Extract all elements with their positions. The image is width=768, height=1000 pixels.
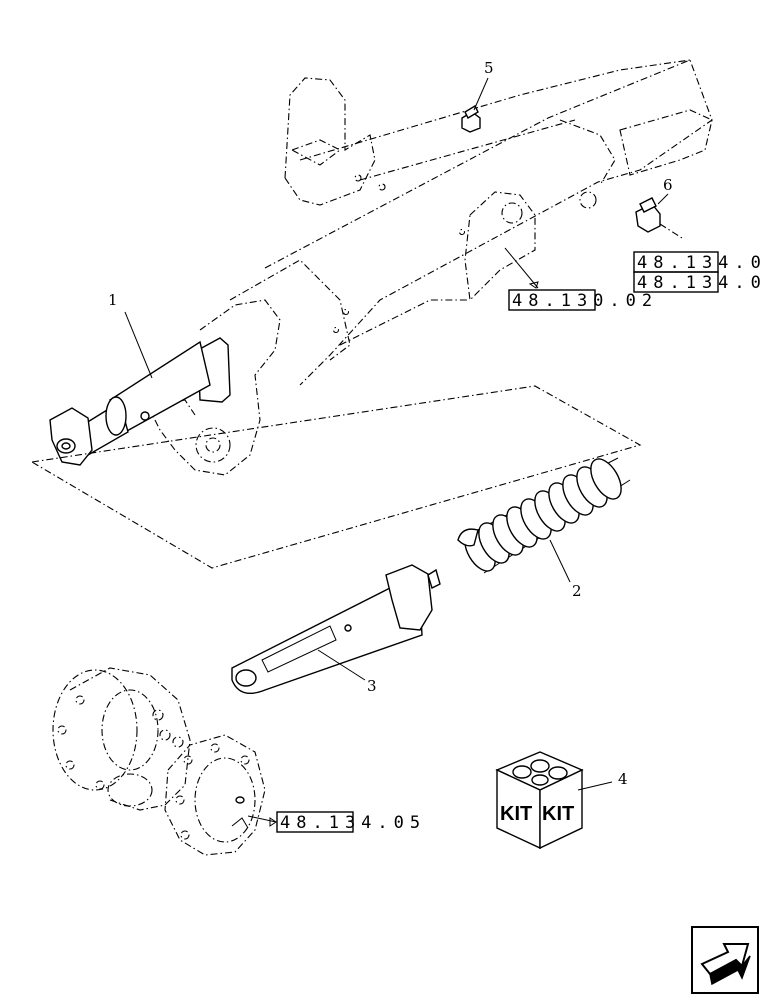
assembly-envelope [30, 385, 642, 569]
ref-link-4[interactable]: 48.134.05 [276, 811, 426, 833]
part-2-spring[interactable] [457, 454, 631, 576]
part-1-shaft[interactable] [49, 337, 231, 466]
ref-link-2[interactable]: 48.134.0 [633, 271, 767, 293]
ref-link-1[interactable]: 48.134.0 [633, 251, 767, 273]
part-5-fitting[interactable] [461, 105, 481, 133]
part-6-fitting[interactable] [635, 197, 661, 233]
leader-lines [124, 77, 669, 827]
ref-link-3[interactable]: 48.130.02 [508, 289, 658, 311]
callout-4: 4 [618, 770, 628, 788]
callout-1: 1 [108, 291, 118, 309]
ref-link-4-label: 48.134.05 [280, 813, 426, 833]
next-page-arrow-icon[interactable] [691, 926, 759, 994]
ref-link-1-label: 48.134.0 [637, 253, 767, 273]
part-3-arm[interactable] [231, 564, 441, 694]
fitting-6-centerline [659, 223, 683, 239]
callout-6: 6 [663, 176, 673, 194]
kit-label-right: KIT [542, 803, 574, 825]
callout-3: 3 [367, 677, 377, 695]
part-4-kit-box[interactable]: KIT KIT [495, 751, 584, 850]
wheel-hub-assembly [52, 667, 266, 856]
ref-link-2-label: 48.134.0 [637, 273, 767, 293]
callout-5: 5 [484, 59, 494, 77]
callout-2: 2 [572, 582, 582, 600]
axle-housing-phantom [144, 59, 713, 476]
ref-link-3-label: 48.130.02 [512, 291, 658, 311]
kit-label-left: KIT [500, 803, 532, 825]
